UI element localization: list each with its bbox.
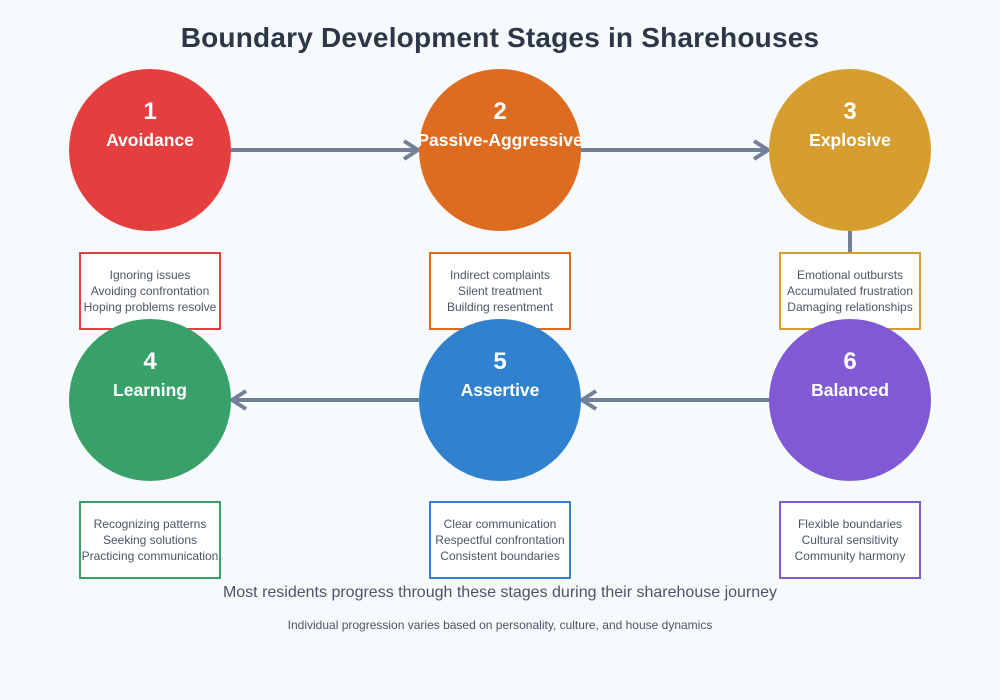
stage-4-number: 4 [143,348,157,375]
stage-1-label: Avoidance [106,130,194,150]
stage-1-point: Hoping problems resolve [83,300,217,314]
stage-2-point: Building resentment [446,300,554,314]
stage-4-label: Learning [113,380,187,400]
stage-2-point: Indirect complaints [449,268,551,282]
page-title: Boundary Development Stages in Sharehous… [180,22,820,53]
stage-6-circle: 6 Balanced [769,319,931,481]
stage-1-point: Ignoring issues [109,268,191,282]
stage-1-points-box: Ignoring issues Avoiding confrontation H… [79,252,221,330]
stage-1-number: 1 [143,98,157,125]
stage-6-point: Cultural sensitivity [801,533,899,547]
stage-5-label: Assertive [460,380,540,400]
stage-3-label: Explosive [809,130,891,150]
stage-2-label: Passive-Aggressive [417,130,583,150]
stage-3-number: 3 [843,98,857,125]
stage-3-point: Accumulated frustration [786,284,914,298]
stage-3-circle: 3 Explosive [769,69,931,231]
arrow-stage5-to-stage4 [228,389,419,411]
stage-4-points-box: Recognizing patterns Seeking solutions P… [79,501,221,579]
stage-6-number: 6 [843,348,857,375]
stage-3-points-box: Emotional outbursts Accumulated frustrat… [779,252,921,330]
diagram-subcaption: Individual progression varies based on p… [287,618,713,632]
stage-2-point: Silent treatment [457,284,543,298]
arrow-stage6-to-stage5 [578,389,769,411]
diagram-caption: Most residents progress through these st… [222,584,778,601]
stage-4-point: Seeking solutions [102,533,198,547]
stage-5-point: Consistent boundaries [440,549,560,563]
arrow-stage2-to-stage3 [581,139,772,161]
stage-6-label: Balanced [811,380,889,400]
arrow-stage1-to-stage2 [231,139,422,161]
stage-1-circle: 1 Avoidance [69,69,231,231]
stage-3-point: Damaging relationships [787,300,913,314]
stage-6-point: Community harmony [794,549,906,563]
stage-5-point: Respectful confrontation [435,533,565,547]
stage-5-circle: 5 Assertive [419,319,581,481]
stage-5-points-box: Clear communication Respectful confronta… [429,501,571,579]
stage-5-point: Clear communication [443,517,557,531]
stage-4-point: Practicing communication [81,549,219,563]
stage-2-number: 2 [493,98,507,125]
stage-1-point: Avoiding confrontation [90,284,210,298]
stage-6-points-box: Flexible boundaries Cultural sensitivity… [779,501,921,579]
stage-3-point: Emotional outbursts [796,268,904,282]
stage-2-circle: 2 Passive-Aggressive [417,69,583,231]
stage-6-point: Flexible boundaries [797,517,903,531]
stage-5-number: 5 [493,348,507,375]
stage-2-points-box: Indirect complaints Silent treatment Bui… [429,252,571,330]
stage-4-circle: 4 Learning [69,319,231,481]
stage-4-point: Recognizing patterns [93,517,207,531]
